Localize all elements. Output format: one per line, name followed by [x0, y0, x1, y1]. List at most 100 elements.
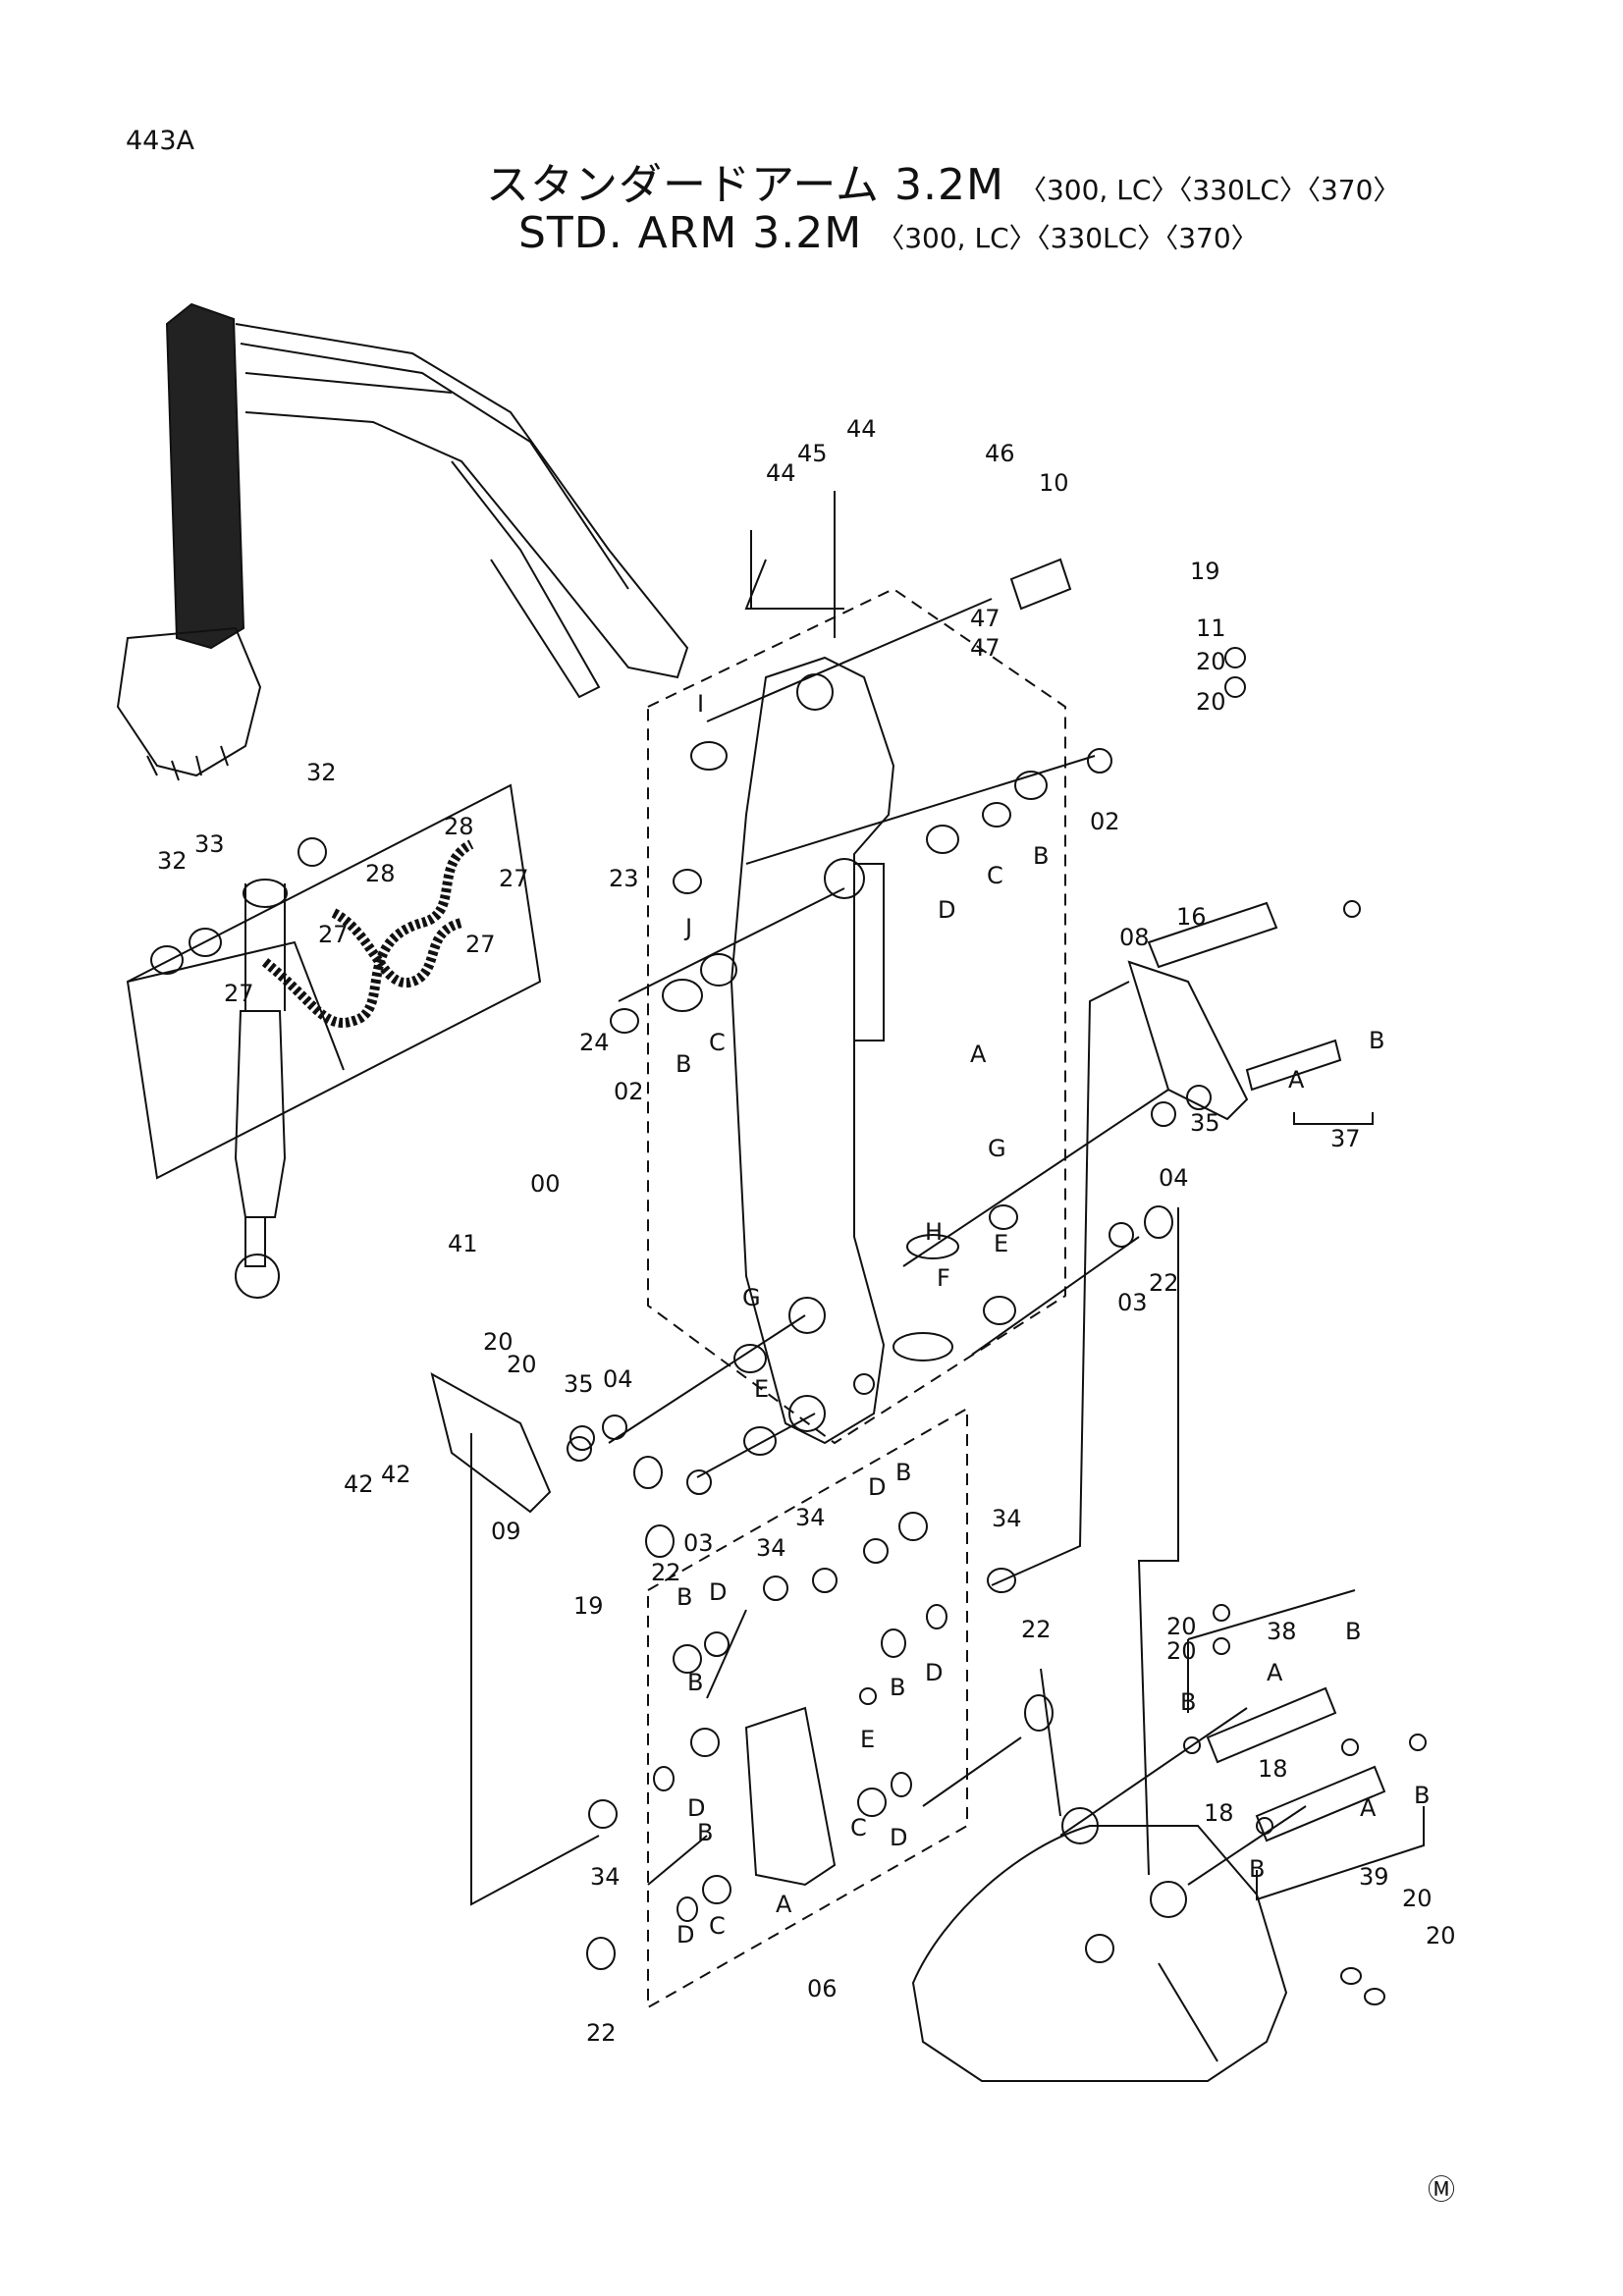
callout-label: 20 — [507, 1351, 537, 1378]
title-jp-text: スタンダードアーム 3.2M — [486, 160, 1004, 210]
callout-label: 44 — [766, 459, 796, 487]
callout-label: 42 — [381, 1461, 411, 1488]
bucket-cylinder — [234, 879, 288, 1299]
callout-label: 38 — [1267, 1618, 1297, 1645]
callout-label: 44 — [846, 415, 877, 443]
callout-label: 11 — [1196, 614, 1226, 642]
callout-label: D — [890, 1824, 907, 1851]
pin-37 — [1245, 1039, 1342, 1092]
callout-label: 18 — [1258, 1755, 1288, 1783]
callout-label: E — [754, 1375, 769, 1403]
leader-bucket — [1137, 1207, 1179, 1876]
pin-38 — [1206, 1686, 1337, 1764]
page-number: 443A — [126, 126, 195, 156]
callout-label: 42 — [344, 1470, 374, 1498]
callout-label: B — [1180, 1688, 1196, 1716]
callout-label: 20 — [1166, 1613, 1197, 1640]
callout-label: B — [1033, 842, 1049, 870]
callout-label: 20 — [1166, 1637, 1197, 1665]
callout-label: 22 — [1149, 1269, 1179, 1297]
callout-label: 34 — [795, 1504, 826, 1531]
callout-label: 28 — [444, 813, 474, 840]
callout-label: G — [742, 1284, 761, 1311]
title-japanese: スタンダードアーム 3.2M 〈300, LC〉〈330LC〉〈370〉 — [486, 149, 1400, 212]
callout-label: I — [697, 690, 704, 718]
callout-label: 22 — [586, 2019, 617, 2047]
callout-label: 47 — [970, 634, 1001, 662]
callout-label: 19 — [573, 1592, 604, 1620]
leader-pin-38 — [1059, 1707, 1248, 1837]
callout-label: C — [709, 1029, 726, 1056]
callout-label: 20 — [483, 1328, 514, 1356]
callout-label: E — [994, 1230, 1008, 1257]
leader-bushings-j — [618, 887, 845, 1002]
callout-label: A — [1360, 1794, 1377, 1822]
callout-label: E — [860, 1726, 875, 1753]
callout-label: D — [687, 1794, 705, 1822]
callout-label: 02 — [614, 1078, 644, 1105]
hose-28b — [331, 908, 463, 988]
callout-label: B — [890, 1674, 905, 1701]
callout-label: A — [1267, 1659, 1283, 1686]
callout-label: F — [937, 1264, 950, 1292]
callout-label: H — [925, 1218, 943, 1246]
callout-label: 04 — [1159, 1164, 1189, 1192]
bucket — [911, 1807, 1288, 2082]
link-09 — [430, 1372, 552, 1514]
callout-label: 19 — [1190, 558, 1220, 585]
leader-link-upper — [706, 1609, 747, 1699]
callout-label: 27 — [465, 931, 496, 958]
title-english: STD. ARM 3.2M 〈300, LC〉〈330LC〉〈370〉 — [518, 208, 1259, 258]
callout-label: 35 — [564, 1370, 594, 1398]
leader-arm-link — [608, 1314, 806, 1444]
callout-label: C — [987, 862, 1003, 889]
callout-label: 33 — [194, 830, 225, 858]
callout-label: 27 — [499, 865, 529, 892]
title-en-variants: 〈300, LC〉〈330LC〉〈370〉 — [877, 222, 1259, 254]
callout-label: 20 — [1402, 1885, 1433, 1912]
callout-label: 04 — [603, 1365, 633, 1393]
leader-bucket-link — [922, 1736, 1022, 1807]
callout-label: C — [850, 1814, 867, 1842]
callout-label: 34 — [590, 1863, 621, 1891]
callout-label: 02 — [1090, 808, 1120, 835]
callout-label: 00 — [530, 1170, 561, 1198]
callout-label: 34 — [756, 1534, 786, 1562]
callout-label: B — [1345, 1618, 1361, 1645]
callout-label: 23 — [609, 865, 639, 892]
bracket-44 — [744, 559, 844, 610]
callout-label: 27 — [224, 980, 254, 1007]
callout-label: 34 — [992, 1505, 1022, 1532]
callout-label: 20 — [1426, 1922, 1456, 1949]
leader-bushing-e — [971, 1236, 1140, 1356]
leader-bucket-left — [1040, 1668, 1061, 1817]
callout-label: 24 — [579, 1029, 610, 1056]
callout-label: D — [925, 1659, 943, 1686]
callout-label: B — [697, 1819, 713, 1846]
callout-label: D — [676, 1921, 694, 1949]
callout-label: D — [938, 896, 955, 924]
manufacturer-mark: Ⓜ — [1428, 2173, 1456, 2206]
callout-label: 16 — [1176, 903, 1207, 931]
leader-bushing-g — [902, 1089, 1169, 1267]
callout-label: B — [1369, 1027, 1384, 1054]
title-en-text: STD. ARM 3.2M — [518, 208, 863, 258]
callout-label: 22 — [1021, 1616, 1052, 1643]
leader-bushings-upper — [745, 755, 1096, 865]
callout-label: C — [709, 1912, 726, 1940]
callout-label: 08 — [1119, 924, 1150, 951]
bracket-38 — [1187, 1589, 1356, 1713]
link-08 — [1127, 960, 1249, 1121]
callout-label: B — [1414, 1782, 1430, 1809]
pin-10 — [1009, 558, 1072, 611]
callout-label: 32 — [306, 759, 337, 786]
bracket-39 — [1256, 1806, 1425, 1901]
callout-label: 39 — [1359, 1863, 1389, 1891]
callout-label: 10 — [1039, 469, 1069, 497]
title-jp-variants: 〈300, LC〉〈330LC〉〈370〉 — [1018, 174, 1401, 206]
callout-label: 22 — [651, 1559, 681, 1586]
callout-label: J — [683, 914, 692, 941]
callout-label: 03 — [683, 1529, 714, 1557]
